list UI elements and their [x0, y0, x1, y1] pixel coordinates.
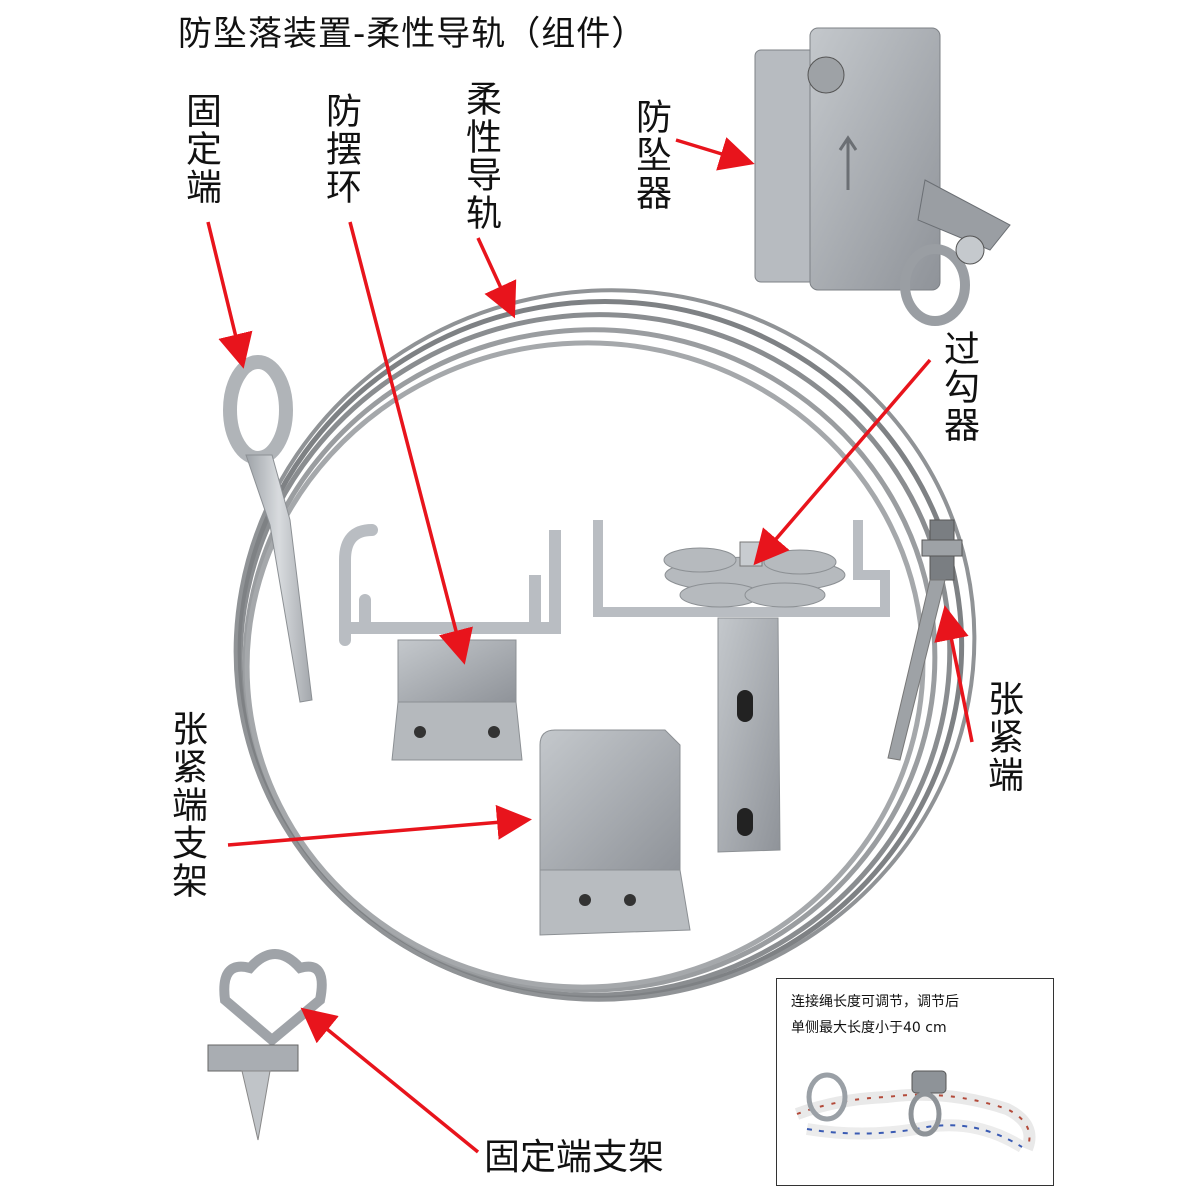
label-tension-end: 张紧端: [982, 680, 1023, 794]
label-hook-passer: 过勾器: [938, 330, 979, 444]
label-tension-end-bracket: 张紧端支架: [166, 710, 207, 900]
label-fixed-end: 固定端: [180, 92, 221, 206]
fixed-end-bracket: [207, 949, 327, 1141]
inset-note-line1: 连接绳长度可调节，调节后: [791, 994, 959, 1010]
page-title: 防坠落装置-柔性导轨（组件）: [178, 14, 647, 54]
fall-arrester-device: [754, 27, 1011, 326]
label-fixed-end-bracket: 固定端支架: [484, 1137, 665, 1178]
tension-end-bracket: [539, 729, 691, 936]
label-fall-arrester: 防坠器: [630, 98, 671, 212]
hook-passer-bracket: [593, 520, 890, 853]
inset-note: 连接绳长度可调节，调节后 单侧最大长度小于40 cm: [791, 989, 959, 1041]
callout-arrows: [206, 137, 974, 1154]
label-anti-sway-ring: 防摆环: [320, 92, 361, 206]
label-flexible-rail: 柔性导轨: [460, 80, 501, 232]
lanyard-illustration: [794, 1070, 1036, 1153]
inset-note-line2: 单侧最大长度小于40 cm: [791, 1020, 947, 1036]
fixed-end-terminal: [223, 355, 313, 703]
anti-sway-ring-bracket: [339, 524, 561, 761]
tension-end-bolt: [887, 519, 963, 761]
flexible-rail-cable: [233, 288, 977, 1002]
lanyard-inset: 连接绳长度可调节，调节后 单侧最大长度小于40 cm: [776, 978, 1054, 1186]
